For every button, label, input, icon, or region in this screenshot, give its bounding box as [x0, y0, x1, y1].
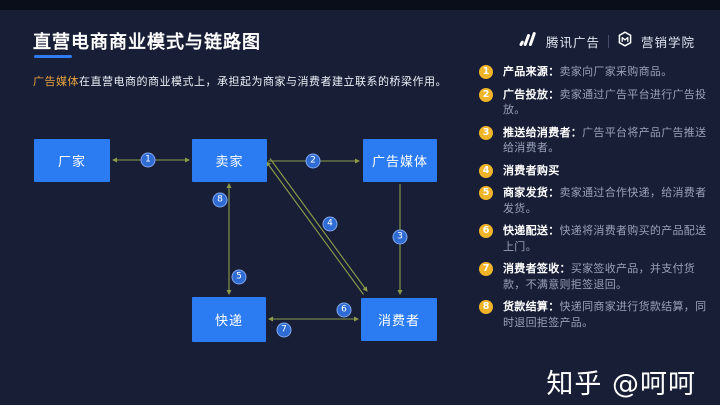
- step-desc: 快递将消费者购买的产品配送上门。: [503, 224, 707, 253]
- step-desc: 卖家通过合作快递，给消费者发货。: [503, 186, 707, 215]
- list-item: 2 广告投放：卖家通过广告平台进行广告投放。: [479, 87, 711, 118]
- step-desc: 广告平台将产品广告推送给消费者。: [503, 125, 707, 155]
- edge-badge-3: 3: [392, 229, 408, 245]
- step-number-badge: 7: [479, 262, 493, 276]
- intro-rest: 在直营电商的商业模式上，承担起为商家与消费者建立联系的桥梁作用。: [79, 75, 447, 88]
- list-item: 4 消费者购买: [479, 163, 711, 179]
- list-item: 5 商家发货：卖家通过合作快递，给消费者发货。: [479, 185, 711, 216]
- node-factory: 厂家: [34, 139, 110, 182]
- step-desc: 卖家向厂家采购商品。: [559, 65, 673, 78]
- edge-badge-1: 1: [140, 152, 156, 168]
- step-number-badge: 8: [479, 300, 493, 314]
- brand-divider: [607, 34, 609, 48]
- step-label: 广告投放：: [503, 87, 560, 101]
- list-item: 3 推送给消费者：广告平台将产品广告推送给消费者。: [479, 125, 711, 156]
- step-number-badge: 4: [479, 163, 493, 178]
- edge-badge-5: 5: [231, 269, 247, 285]
- edge-badge-7: 7: [276, 322, 292, 338]
- step-list: 1 产品来源：卖家向厂家采购商品。 2 广告投放：卖家通过广告平台进行广告投放。…: [479, 64, 711, 330]
- page-title: 直营电商商业模式与链路图: [33, 32, 261, 53]
- tencent-ads-icon: [518, 31, 538, 51]
- step-label: 消费者购买: [503, 163, 560, 177]
- step-label: 产品来源：: [503, 65, 560, 78]
- step-label: 推送给消费者：: [503, 125, 583, 139]
- edge-badge-2: 2: [305, 153, 321, 169]
- list-item: 6 快递配送：快递将消费者购买的产品配送上门。: [479, 223, 711, 254]
- step-desc: 买家签收产品，并支付货款，不满意则拒签退回。: [503, 262, 696, 291]
- step-label: 货款结算：: [503, 300, 560, 313]
- step-desc: 卖家通过广告平台进行广告投放。: [503, 87, 707, 117]
- step-label: 快递配送：: [503, 224, 560, 237]
- list-item: 1 产品来源：卖家向厂家采购商品。: [479, 64, 711, 80]
- step-number-badge: 1: [479, 65, 493, 79]
- step-label: 消费者签收：: [503, 262, 571, 275]
- step-desc: 快递同商家进行货款结算，同时退回拒签产品。: [503, 300, 707, 329]
- zhihu-watermark: 知乎 @呵呵: [546, 369, 696, 400]
- node-ad-media: 广告媒体: [363, 139, 437, 182]
- brand-bar: 腾讯广告 营销学院: [518, 31, 695, 51]
- list-item: 7 消费者签收：买家签收产品，并支付货款，不满意则拒签退回。: [479, 261, 711, 292]
- edge-badge-8: 8: [212, 192, 228, 208]
- step-number-badge: 3: [479, 125, 493, 140]
- edge-badge-4: 4: [322, 216, 338, 232]
- intro-highlight: 广告媒体: [33, 75, 79, 88]
- title-accent-underline: [34, 55, 72, 58]
- node-consumer: 消费者: [361, 298, 437, 341]
- step-number-badge: 6: [479, 224, 493, 238]
- intro-sentence: 广告媒体在直营电商的商业模式上，承担起为商家与消费者建立联系的桥梁作用。: [33, 73, 447, 89]
- edge-badge-6: 6: [336, 302, 352, 318]
- node-seller: 卖家: [192, 139, 267, 182]
- list-item: 8 货款结算：快递同商家进行货款结算，同时退回拒签产品。: [479, 299, 711, 330]
- step-label: 商家发货：: [503, 186, 560, 199]
- tencent-ads-label: 腾讯广告: [545, 34, 600, 50]
- step-number-badge: 2: [479, 87, 493, 102]
- marketing-academy-label: 营销学院: [640, 34, 695, 50]
- marketing-academy-icon: [617, 31, 633, 51]
- step-number-badge: 5: [479, 186, 493, 200]
- node-express: 快递: [192, 297, 266, 342]
